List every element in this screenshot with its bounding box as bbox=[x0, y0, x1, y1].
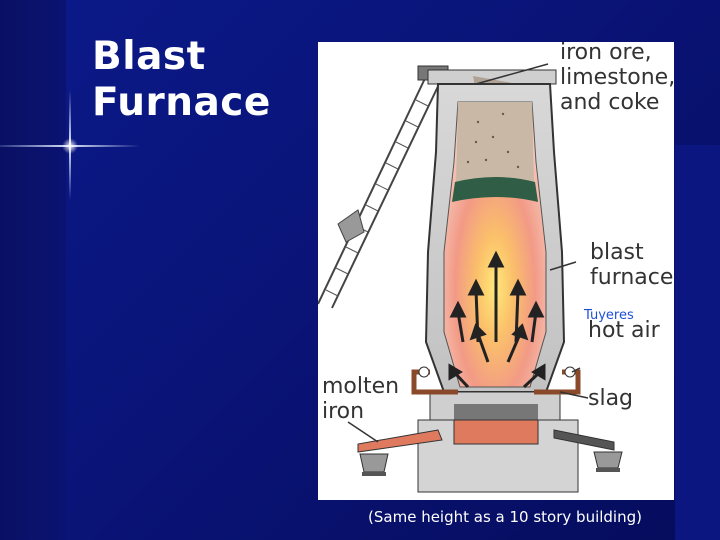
title-line-1: Blast bbox=[92, 34, 206, 79]
blast-furnace-diagram: iron ore, limestone, and coke blast furn… bbox=[318, 40, 675, 500]
label-molten-iron: molten iron bbox=[322, 374, 399, 424]
gas-flow-arrows bbox=[448, 250, 546, 389]
furnace-shell bbox=[424, 83, 566, 393]
label-furnace-line-1: blast bbox=[590, 240, 644, 265]
label-blast-furnace: blast furnace bbox=[590, 240, 673, 290]
label-charge: iron ore, limestone, and coke bbox=[560, 40, 675, 115]
label-charge-line-2: limestone, bbox=[560, 65, 676, 90]
label-slag: slag bbox=[588, 386, 634, 411]
title-line-2: Furnace bbox=[92, 80, 271, 125]
furnace-illustration bbox=[318, 63, 623, 493]
label-molten-line-2: iron bbox=[322, 399, 365, 424]
label-tuyeres: Tuyeres bbox=[584, 308, 634, 323]
hearth bbox=[417, 391, 579, 493]
label-molten-line-1: molten bbox=[322, 374, 400, 399]
left-band bbox=[0, 0, 66, 540]
label-charge-line-1: iron ore, bbox=[560, 40, 652, 65]
label-hot-air: hot air bbox=[588, 318, 660, 343]
label-charge-line-3: and coke bbox=[560, 90, 660, 115]
right-band bbox=[675, 145, 720, 540]
slide-title: Blast Furnace bbox=[92, 34, 271, 126]
decor-glow bbox=[62, 138, 78, 154]
label-furnace-line-2: furnace bbox=[590, 265, 674, 290]
figure-caption: (Same height as a 10 story building) bbox=[368, 508, 642, 526]
